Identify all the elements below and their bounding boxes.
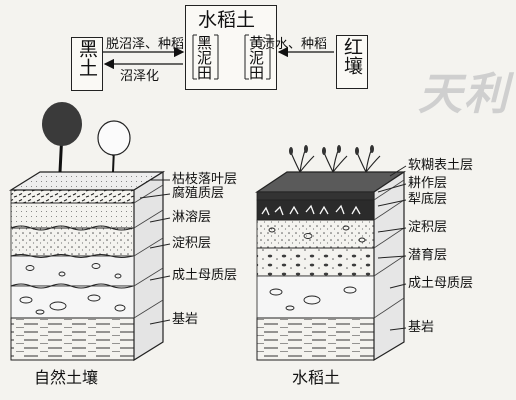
natural-layer-litter: 枯枝落叶层 [172,172,238,187]
natural-layer-parent: 成土母质层 [172,268,238,283]
natural-caption: 自然土壤 [34,368,99,387]
paddy-layer-illuvial: 淀积层 [408,220,448,235]
paddy-layer-bedrock: 基岩 [408,320,435,335]
watermark: 天利 [418,69,510,120]
yellow-mud-label: 黄泥田 [247,35,265,80]
natural-layer-humus: 腐殖质层 [172,186,225,201]
paddy-soil-title: 水稻土 [198,9,256,31]
black-mud-label: 黑泥田 [195,35,213,80]
natural-soil-block [8,102,166,362]
arrow-label-swamp: 沼泽化 [120,69,160,84]
natural-layer-eluvial: 淋溶层 [172,210,212,225]
natural-layer-illuvial: 淀积层 [172,236,212,251]
paddy-layer-parent: 成土母质层 [408,276,474,291]
paddy-layer-gley: 潜育层 [408,248,448,263]
natural-layer-bedrock: 基岩 [172,312,199,327]
rice-plant-icon [289,147,381,173]
black-soil-box [71,37,103,91]
paddy-soil-box [185,5,277,90]
paddy-layer-puddled: 软糊表土层 [408,158,474,173]
paddy-soil-block [255,145,406,362]
tree-light-icon [97,120,131,173]
tree-dark-icon [42,102,82,173]
paddy-layer-plough: 耕作层 [408,176,448,191]
paddy-caption: 水稻土 [292,368,341,387]
arrow-label-reclaim: 脱沼泽、种稻 [106,37,185,52]
paddy-layer-plowpan: 犁底层 [408,192,448,207]
black-soil-label: 黑土 [76,39,98,77]
red-soil-label: 红壤 [341,37,363,75]
red-soil-box [336,35,368,89]
